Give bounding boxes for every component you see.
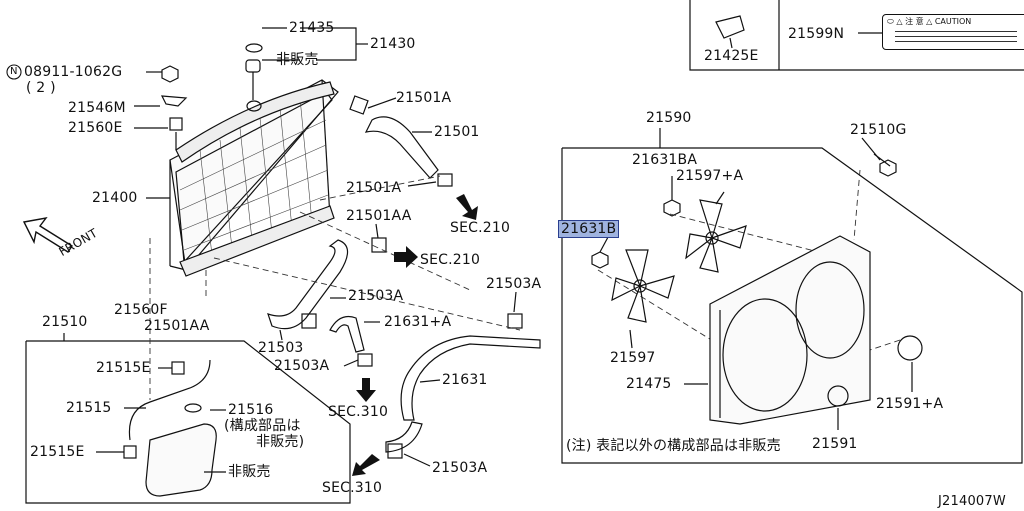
label-21501a-top[interactable]: 21501A bbox=[396, 90, 452, 106]
label-21546m[interactable]: 21546M bbox=[68, 100, 126, 116]
label-08911-1062g[interactable]: 08911-1062G bbox=[24, 64, 123, 80]
label-21597[interactable]: 21597 bbox=[610, 350, 656, 366]
fan-21597 bbox=[611, 249, 675, 323]
flow-arrow-icon bbox=[352, 194, 478, 476]
caution-label-plate: ⬭ △ 注 意 △ CAUTION bbox=[882, 14, 1024, 50]
label-21503a-a[interactable]: 21503A bbox=[348, 288, 404, 304]
label-21501aa-b[interactable]: 21501AA bbox=[144, 318, 210, 334]
label-not-for-sale-tank: 非販売 bbox=[228, 464, 271, 480]
label-sec-210-b[interactable]: SEC.210 bbox=[420, 252, 481, 268]
label-21503a-d[interactable]: 21503A bbox=[432, 460, 488, 476]
label-21597-a[interactable]: 21597+A bbox=[676, 168, 744, 184]
n-mark-label: N bbox=[10, 66, 18, 77]
label-21515[interactable]: 21515 bbox=[66, 400, 112, 416]
label-21631-a[interactable]: 21631+A bbox=[384, 314, 452, 330]
label-not-for-sale-top: 非販売 bbox=[276, 52, 319, 68]
label-21501[interactable]: 21501 bbox=[434, 124, 480, 140]
fan-21597-a bbox=[685, 199, 747, 273]
label-21430[interactable]: 21430 bbox=[370, 36, 416, 52]
label-qty-2: ( 2 ) bbox=[26, 80, 56, 96]
label-21510[interactable]: 21510 bbox=[42, 314, 88, 330]
n-circle-icon bbox=[6, 64, 22, 80]
label-21631ba[interactable]: 21631BA bbox=[632, 152, 698, 168]
label-sec-310-a[interactable]: SEC.310 bbox=[328, 404, 389, 420]
label-21501a-mid[interactable]: 21501A bbox=[346, 180, 402, 196]
label-21501aa-a[interactable]: 21501AA bbox=[346, 208, 412, 224]
radiator bbox=[169, 79, 339, 277]
label-21515e-b[interactable]: 21515E bbox=[30, 444, 85, 460]
label-note-kosei: (構成部品は bbox=[224, 418, 301, 434]
label-21435[interactable]: 21435 bbox=[289, 20, 335, 36]
front-arrow-icon bbox=[22, 216, 73, 253]
label-21475[interactable]: 21475 bbox=[626, 376, 672, 392]
diagram-id: J214007W bbox=[938, 494, 1006, 509]
label-sec-310-b[interactable]: SEC.310 bbox=[322, 480, 383, 496]
label-21591-a[interactable]: 21591+A bbox=[876, 396, 944, 412]
label-21515e-a[interactable]: 21515E bbox=[96, 360, 151, 376]
label-21631[interactable]: 21631 bbox=[442, 372, 488, 388]
label-21591[interactable]: 21591 bbox=[812, 436, 858, 452]
label-note-hanbai: 非販売) bbox=[256, 434, 305, 450]
label-21590[interactable]: 21590 bbox=[646, 110, 692, 126]
label-21516[interactable]: 21516 bbox=[228, 402, 274, 418]
label-21503a-b[interactable]: 21503A bbox=[486, 276, 542, 292]
label-21599n[interactable]: 21599N bbox=[788, 26, 845, 42]
label-21503[interactable]: 21503 bbox=[258, 340, 304, 356]
label-21503a-c[interactable]: 21503A bbox=[274, 358, 330, 374]
label-21631b-highlighted[interactable]: 21631B bbox=[558, 220, 620, 238]
fan-shroud bbox=[709, 235, 871, 425]
label-sec-210-a[interactable]: SEC.210 bbox=[450, 220, 511, 236]
label-21510g[interactable]: 21510G bbox=[850, 122, 907, 138]
label-21560f[interactable]: 21560F bbox=[114, 302, 168, 318]
label-note-bottom: (注) 表記以外の構成部品は非販売 bbox=[566, 438, 781, 454]
label-21400[interactable]: 21400 bbox=[92, 190, 138, 206]
label-21560e[interactable]: 21560E bbox=[68, 120, 123, 136]
caution-label-text: ⬭ △ 注 意 △ CAUTION bbox=[887, 17, 972, 26]
label-21425e[interactable]: 21425E bbox=[704, 48, 759, 64]
